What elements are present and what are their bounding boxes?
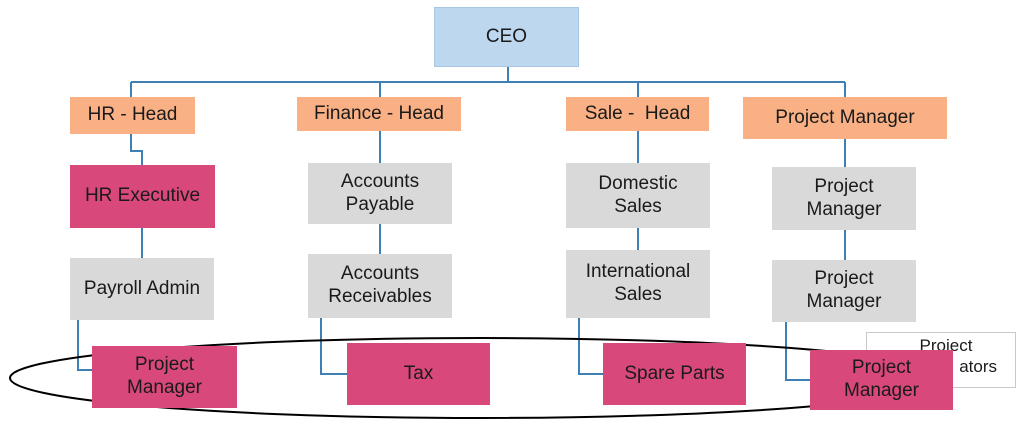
domestic-sales-box: Domestic Sales <box>566 163 710 228</box>
international-sales-label: International Sales <box>585 261 691 305</box>
project-head-label: Project Manager <box>775 106 915 128</box>
hr-project-manager-box: Project Manager <box>92 346 237 408</box>
project-manager-3-label: Project Manager <box>844 357 919 401</box>
payroll-admin-box: Payroll Admin <box>70 258 214 320</box>
payroll-admin-label: Payroll Admin <box>83 277 201 299</box>
connector-hr-pm <box>77 320 92 371</box>
hr-executive-box: HR Executive <box>70 165 215 228</box>
international-sales-box: International Sales <box>566 250 710 318</box>
finance-head-label: Finance - Head <box>314 102 444 124</box>
project-manager-1-box: Project Manager <box>772 167 916 230</box>
accounts-payable-label: Accounts Payable <box>340 170 420 215</box>
connector-fin-tax <box>320 318 347 375</box>
accounts-receivables-box: Accounts Receivables <box>308 254 452 318</box>
project-manager-2-label: Project Manager <box>806 268 882 312</box>
connector-proj-pm3 <box>785 322 810 381</box>
finance-head-box: Finance - Head <box>297 97 461 131</box>
project-manager-2-box: Project Manager <box>772 260 916 322</box>
project-head-box: Project Manager <box>743 97 947 139</box>
spare-parts-box: Spare Parts <box>603 343 746 405</box>
project-manager-3-box: Project Manager <box>810 350 953 410</box>
tax-label: Tax <box>403 362 434 384</box>
tax-box: Tax <box>347 343 490 405</box>
hr-head-label: HR - Head <box>87 104 178 126</box>
partial-label-line2: ators <box>959 357 997 377</box>
domestic-sales-label: Domestic Sales <box>598 172 678 217</box>
accounts-payable-box: Accounts Payable <box>308 163 452 224</box>
ceo-label: CEO <box>485 25 528 47</box>
project-manager-1-label: Project Manager <box>806 175 882 220</box>
accounts-receivables-label: Accounts Receivables <box>328 263 432 307</box>
hr-project-manager-label: Project Manager <box>127 354 202 398</box>
sale-head-box: Sale - Head <box>566 97 709 131</box>
ceo-box: CEO <box>434 7 579 67</box>
spare-parts-label: Spare Parts <box>624 362 725 384</box>
hr-executive-label: HR Executive <box>84 185 201 207</box>
sale-head-label: Sale - Head <box>584 102 691 124</box>
connector-sale-spare <box>578 318 603 375</box>
connector-hr-exec <box>130 134 143 165</box>
hr-head-box: HR - Head <box>70 97 195 134</box>
